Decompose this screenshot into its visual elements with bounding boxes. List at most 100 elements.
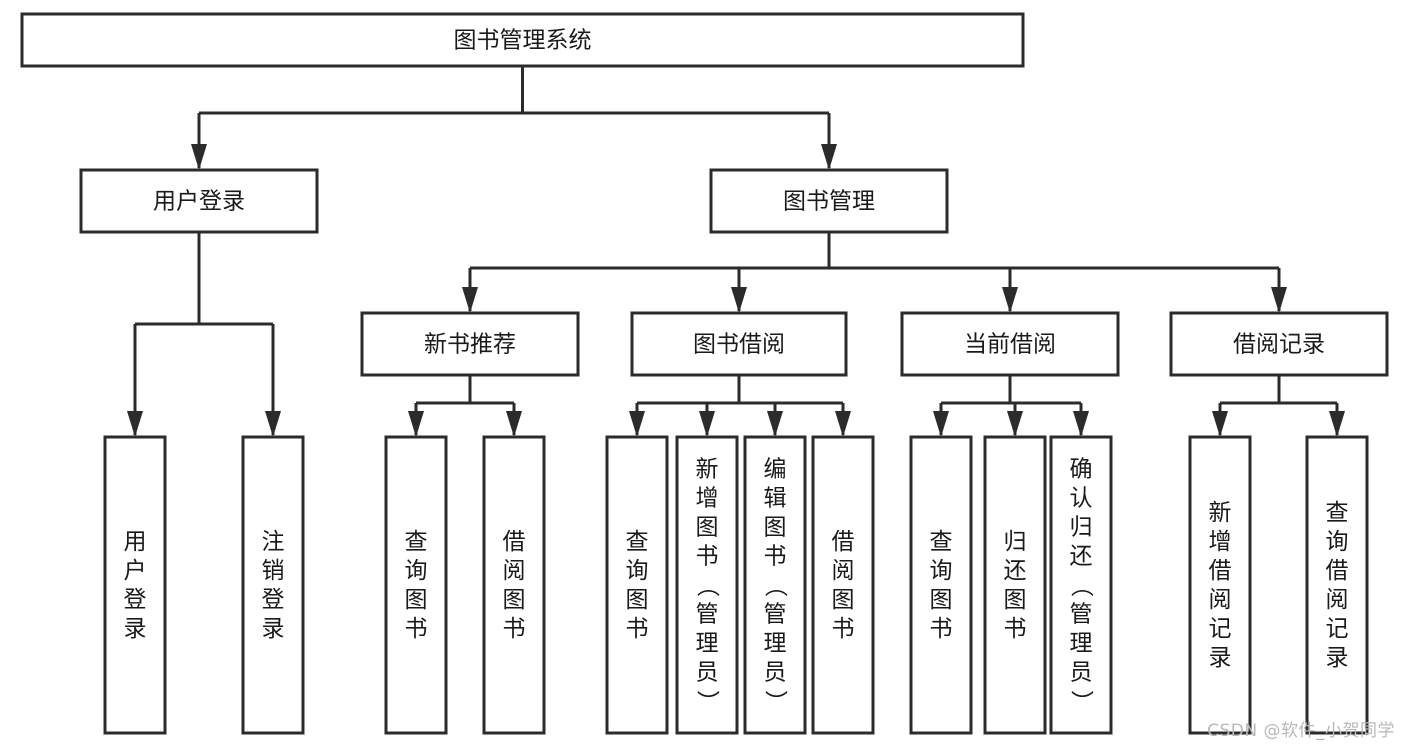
node-leaf-user-login[interactable]: 用户登录 — [103, 435, 167, 735]
node-label-char: 理 — [764, 631, 787, 657]
node-label-char: 借 — [1209, 558, 1232, 584]
arrow-head — [265, 411, 281, 437]
node-label-char: 询 — [1326, 529, 1349, 555]
node-label-char: 书 — [832, 616, 855, 642]
node-label-char: 图 — [832, 587, 855, 613]
node-label-char: （ — [762, 574, 788, 597]
node-box — [20, 12, 1025, 68]
node-label-char: 还 — [1004, 558, 1027, 584]
node-label-char: 管 — [696, 602, 719, 628]
node-borrow-record[interactable]: 借阅记录 — [1169, 311, 1389, 377]
node-box — [384, 435, 448, 735]
node-label-char: 图 — [696, 515, 719, 541]
arrow-head — [408, 411, 424, 437]
node-layer: 图书管理系统用户登录图书管理新书推荐图书借阅当前借阅借阅记录用户登录注销登录查询… — [20, 12, 1389, 735]
arrow-head — [462, 287, 478, 313]
node-label-char: 书 — [503, 616, 526, 642]
node-box — [103, 435, 167, 735]
node-label-char: 员 — [1070, 660, 1093, 686]
node-label: 图书借阅 — [693, 332, 785, 358]
node-label-char: 员 — [764, 660, 787, 686]
node-label-char: （ — [1068, 574, 1094, 597]
node-label-char: 增 — [696, 486, 719, 512]
node-label: 借阅记录 — [1233, 332, 1325, 358]
node-label-char: 查 — [930, 529, 953, 555]
node-label-char: 户 — [124, 558, 147, 584]
node-label-char: 阅 — [1209, 587, 1232, 613]
node-label-char: 登 — [124, 587, 147, 613]
arrow-head — [1073, 411, 1089, 437]
node-label-char: 图 — [503, 587, 526, 613]
node-label-char: 图 — [930, 587, 953, 613]
node-label-char: ） — [694, 690, 720, 713]
node-label-char: 记 — [1326, 616, 1349, 642]
node-label-char: 管 — [764, 602, 787, 628]
arrow-head — [933, 411, 949, 437]
node-label-char: 录 — [1326, 645, 1349, 671]
arrow-head — [699, 411, 715, 437]
node-box — [675, 435, 739, 735]
arrow-head — [629, 411, 645, 437]
edge-layer — [127, 66, 1345, 437]
node-label-char: 图 — [1004, 587, 1027, 613]
node-label-char: 员 — [696, 660, 719, 686]
node-label-char: 认 — [1070, 486, 1093, 512]
node-new-book-recommend[interactable]: 新书推荐 — [360, 311, 580, 377]
node-label-char: 书 — [764, 544, 787, 570]
node-label-char: 管 — [1070, 602, 1093, 628]
node-label-char: 归 — [1070, 515, 1093, 541]
node-label: 用户登录 — [153, 189, 245, 215]
node-label-char: 新 — [1209, 500, 1232, 526]
node-label-char: 书 — [405, 616, 428, 642]
node-label-char: 还 — [1070, 544, 1093, 570]
node-label-char: 借 — [832, 529, 855, 555]
node-label-char: 登 — [262, 587, 285, 613]
node-label-char: 录 — [262, 616, 285, 642]
arrow-head — [1002, 287, 1018, 313]
node-book-manage[interactable]: 图书管理 — [709, 168, 949, 234]
arrow-head — [821, 144, 837, 170]
arrow-head — [767, 411, 783, 437]
node-label-char: 借 — [503, 529, 526, 555]
node-label-char: 书 — [696, 544, 719, 570]
node-label-char: 销 — [262, 558, 285, 584]
node-user-login[interactable]: 用户登录 — [79, 168, 319, 234]
node-box — [241, 435, 305, 735]
node-label-char: 图 — [626, 587, 649, 613]
node-label-char: 理 — [696, 631, 719, 657]
node-box — [811, 435, 875, 735]
node-label-char: 归 — [1004, 529, 1027, 555]
node-book-borrow[interactable]: 图书借阅 — [630, 311, 848, 377]
node-box — [79, 168, 319, 234]
arrow-head — [1007, 411, 1023, 437]
node-label-char: 图 — [405, 587, 428, 613]
node-box — [709, 168, 949, 234]
node-label-char: 编 — [764, 457, 787, 483]
node-label-char: 辑 — [764, 486, 787, 512]
node-label-char: 阅 — [832, 558, 855, 584]
node-root[interactable]: 图书管理系统 — [20, 12, 1025, 68]
node-current-borrow[interactable]: 当前借阅 — [900, 311, 1120, 377]
node-box — [1049, 435, 1113, 735]
node-label-char: 录 — [124, 616, 147, 642]
arrow-head — [506, 411, 522, 437]
arrow-head — [1212, 411, 1228, 437]
node-label-char: 记 — [1209, 616, 1232, 642]
node-label-char: 增 — [1209, 529, 1232, 555]
node-label-char: 用 — [124, 529, 147, 555]
node-label-char: 书 — [1004, 616, 1027, 642]
node-label-char: 图 — [764, 515, 787, 541]
